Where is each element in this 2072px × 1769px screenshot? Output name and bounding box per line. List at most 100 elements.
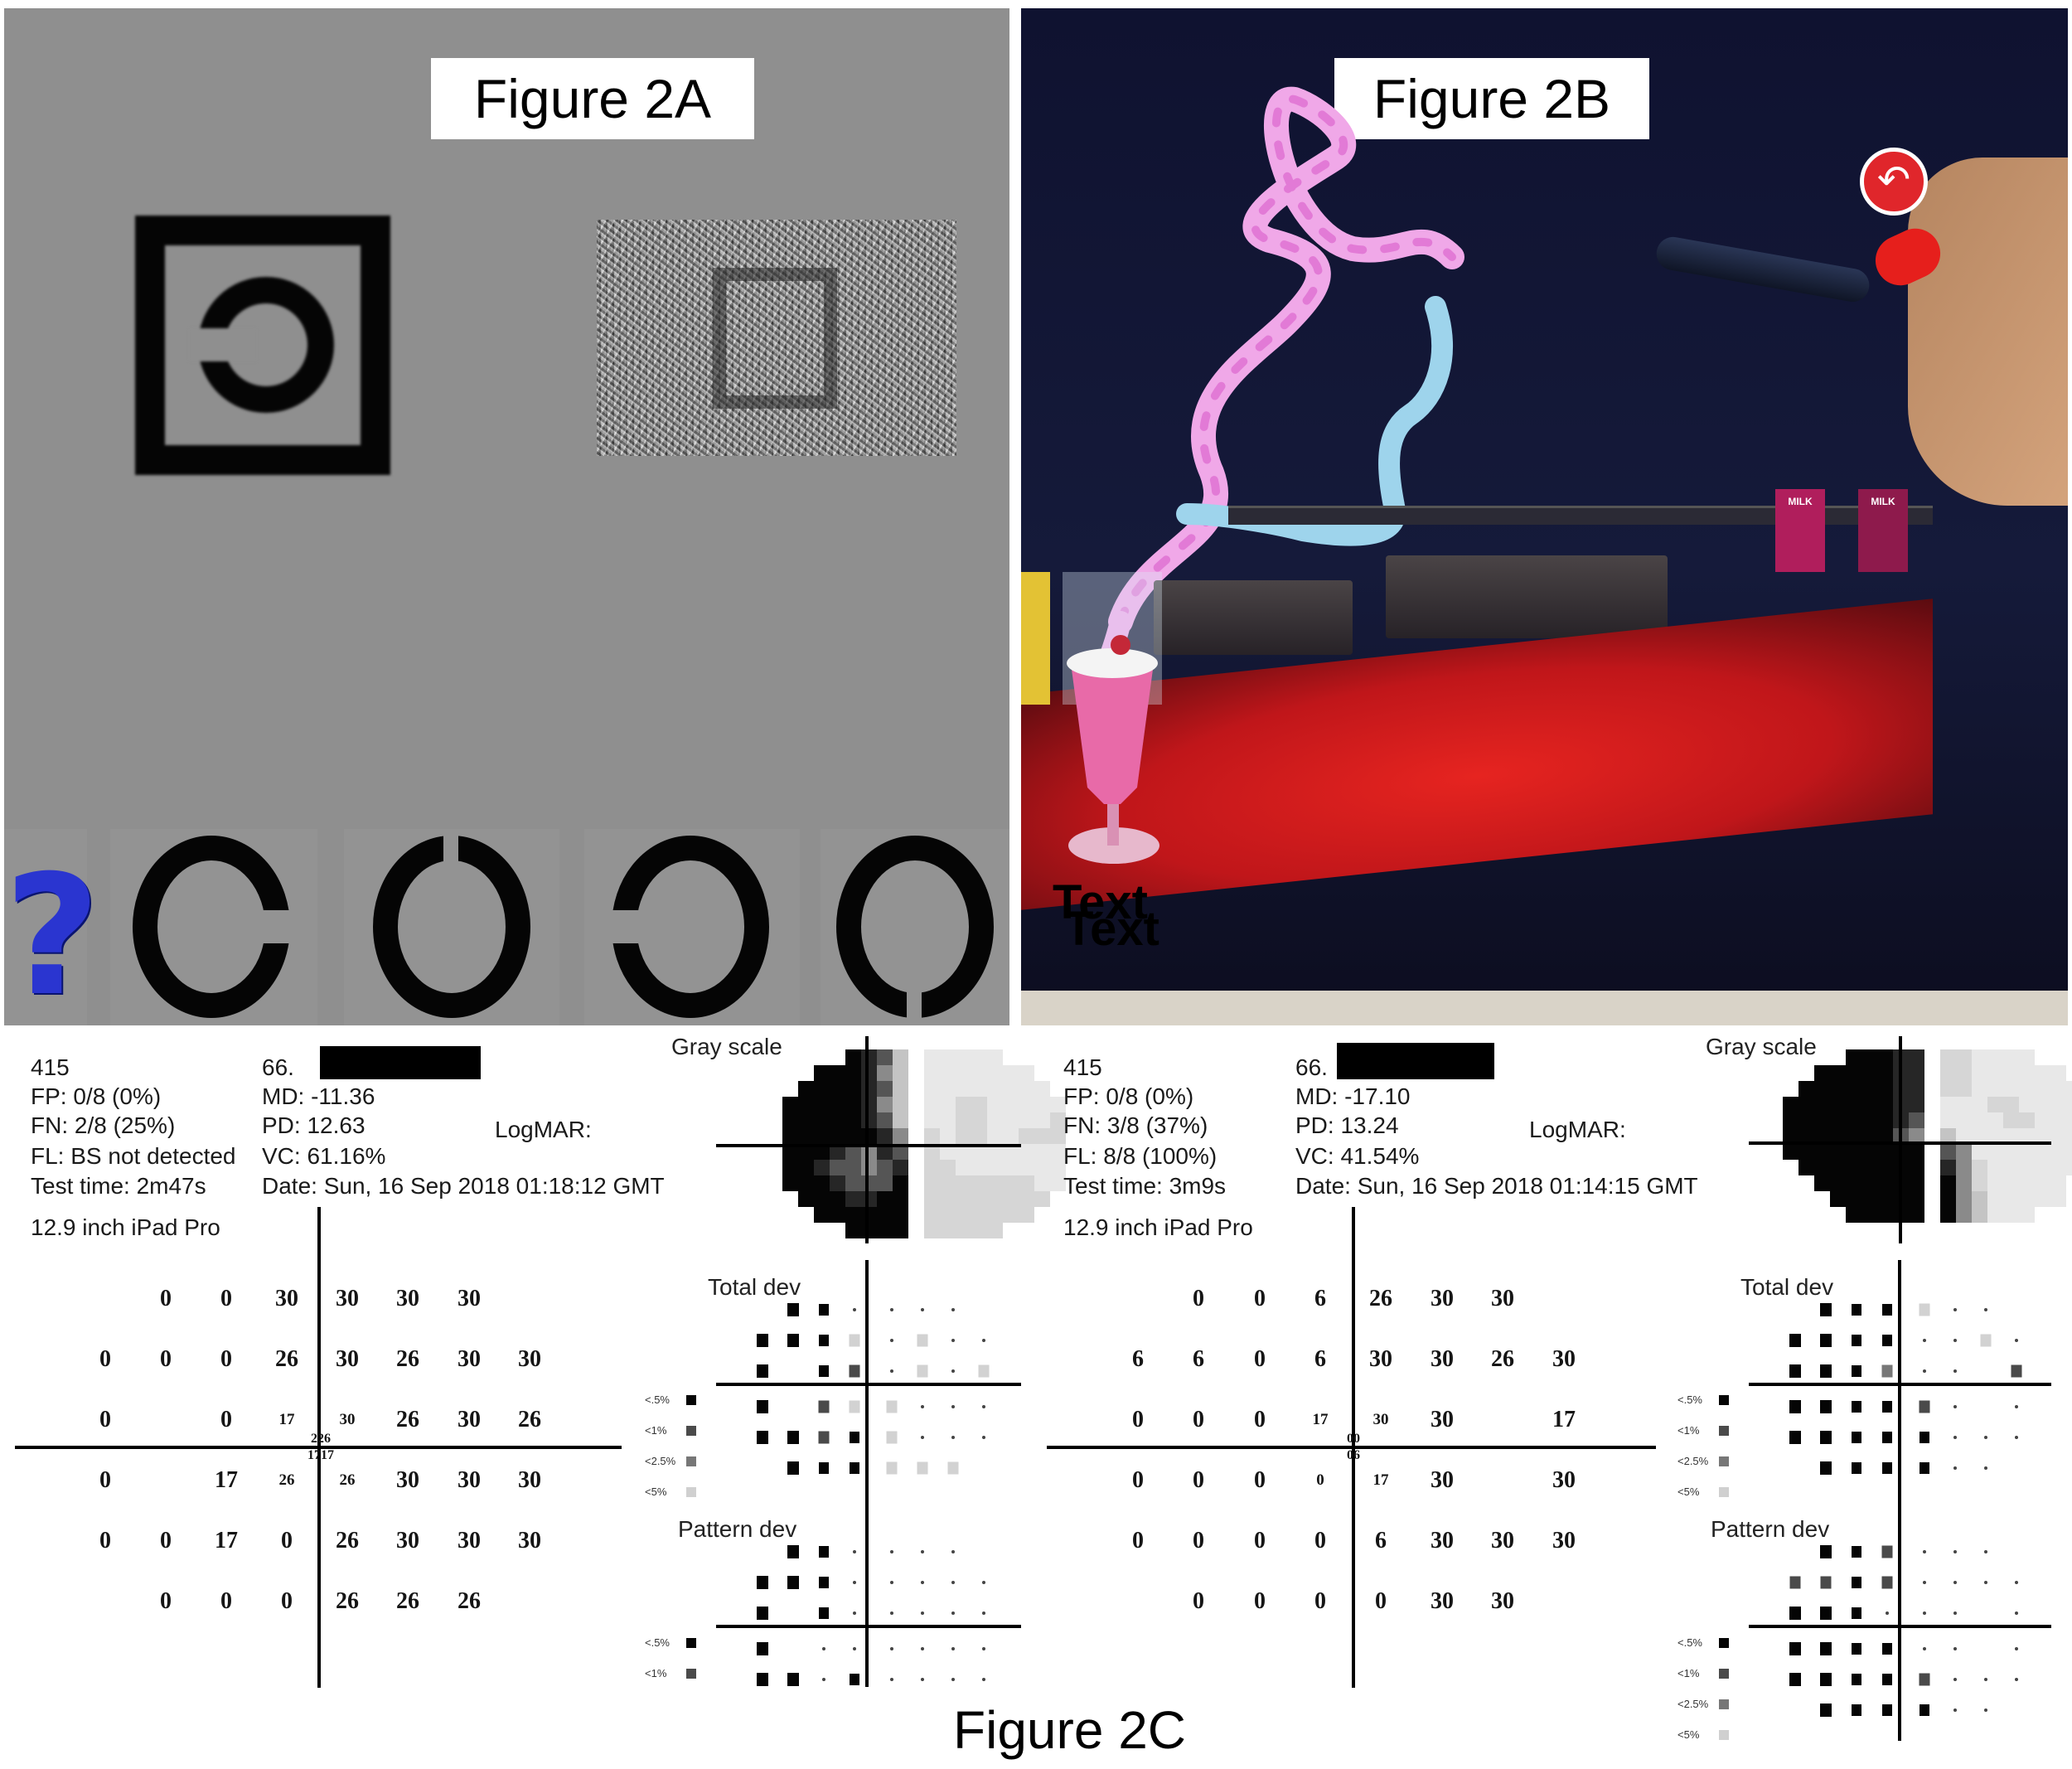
gray-scale-cell <box>1877 1207 1893 1223</box>
threshold-value: 0 <box>1254 1588 1266 1614</box>
deviation-square <box>1820 1334 1832 1347</box>
legend-label: <.5% <box>645 1636 670 1649</box>
deviation-square <box>757 1431 768 1444</box>
gray-scale-cell <box>971 1191 987 1207</box>
legend-swatch <box>686 1426 696 1436</box>
gray-scale-cell <box>1940 1207 1956 1223</box>
gray-scale-cell <box>2019 1175 2035 1191</box>
threshold-value: 0 <box>220 1286 232 1311</box>
report-id: 415 <box>1063 1054 1102 1080</box>
choice-gap-bottom-button[interactable] <box>821 829 1009 1025</box>
gray-scale-cell <box>956 1175 971 1191</box>
choice-gap-right-button[interactable] <box>110 829 317 1025</box>
gray-scale-cell <box>798 1112 814 1128</box>
gray-scale-cell <box>1877 1128 1893 1144</box>
threshold-value: 17 <box>278 1411 295 1428</box>
threshold-value: 6 <box>1132 1346 1144 1372</box>
redaction-bar <box>1337 1043 1494 1079</box>
normal-point-dot <box>1953 1339 1957 1342</box>
false-negative: FN: 3/8 (37%) <box>1063 1112 1208 1138</box>
gray-scale-cell <box>1956 1081 1972 1097</box>
gray-scale-cell <box>1909 1097 1924 1112</box>
deviation-square <box>1852 1607 1861 1619</box>
deviation-square <box>1980 1334 1992 1347</box>
back-button[interactable]: ↶ <box>1860 148 1928 216</box>
gray-scale-cell <box>956 1207 971 1223</box>
gray-scale-cell <box>1019 1144 1034 1160</box>
threshold-value: 26 <box>1491 1346 1514 1372</box>
threshold-value: 0 <box>160 1346 172 1372</box>
gray-scale-cell <box>1846 1112 1861 1128</box>
deviation-square <box>1920 1704 1929 1716</box>
gray-scale-cell <box>861 1049 877 1065</box>
threshold-value: 0 <box>1254 1528 1266 1553</box>
gray-scale-cell <box>893 1175 908 1191</box>
gray-scale-cell <box>1846 1049 1861 1065</box>
gray-scale-cell <box>2019 1112 2035 1128</box>
deviation-square <box>819 1607 829 1619</box>
gray-scale-cell <box>987 1160 1003 1175</box>
gray-scale-cell <box>956 1065 971 1081</box>
gray-scale-cell <box>861 1191 877 1207</box>
gray-scale-cell <box>1050 1144 1066 1160</box>
threshold-value: 26 <box>396 1588 419 1614</box>
gray-scale-cell <box>956 1081 971 1097</box>
gray-scale-cell <box>1814 1128 1830 1144</box>
gray-scale-cell <box>1830 1065 1846 1081</box>
normal-point-dot <box>951 1611 955 1615</box>
normal-point-dot <box>1953 1466 1957 1470</box>
deviation-square <box>1789 1607 1801 1620</box>
gray-scale-cell <box>2050 1144 2066 1160</box>
test-time: Test time: 2m47s <box>31 1173 206 1199</box>
gray-scale-cell <box>1814 1175 1830 1191</box>
gray-scale-cell <box>2035 1160 2050 1175</box>
deviation-square <box>978 1364 990 1378</box>
normal-point-dot <box>1923 1369 1926 1373</box>
gray-scale-cell <box>2035 1081 2050 1097</box>
deviation-square <box>1820 1303 1832 1316</box>
legend-label: <.5% <box>1677 1393 1702 1406</box>
choice-gap-left-button[interactable] <box>584 829 800 1025</box>
gray-scale-cell <box>2019 1144 2035 1160</box>
threshold-value: 0 <box>1314 1528 1326 1553</box>
gray-scale-cell <box>845 1065 861 1081</box>
unsure-choice-button[interactable]: ? <box>4 829 100 1025</box>
gray-scale-cell <box>1877 1049 1893 1065</box>
false-negative: FN: 2/8 (25%) <box>31 1112 176 1138</box>
normal-point-dot <box>921 1678 924 1681</box>
gray-scale-cell <box>1050 1097 1066 1112</box>
gray-scale-cell <box>956 1223 971 1238</box>
gray-scale-cell <box>971 1112 987 1128</box>
gray-scale-cell <box>1783 1128 1798 1144</box>
choice-gap-top-button[interactable] <box>344 829 559 1025</box>
gray-scale-cell <box>940 1049 956 1065</box>
gray-scale-cell <box>2003 1097 2019 1112</box>
gray-scale-cell <box>956 1191 971 1207</box>
gray-scale-cell <box>782 1128 798 1144</box>
gray-scale-cell <box>1846 1097 1861 1112</box>
gray-scale-cell <box>798 1081 814 1097</box>
legend-swatch <box>1719 1395 1729 1405</box>
threshold-value: 30 <box>1491 1286 1514 1311</box>
threshold-value: 6 <box>1314 1346 1326 1372</box>
gray-scale-cell <box>1003 1191 1019 1207</box>
gray-scale-cell <box>782 1097 798 1112</box>
figure-2c-caption: Figure 2C <box>953 1700 1186 1760</box>
deviation-square <box>1852 1704 1861 1716</box>
threshold-value: 30 <box>339 1411 356 1428</box>
deviation-square <box>757 1607 768 1620</box>
gray-scale-cell <box>924 1128 940 1144</box>
deviation-square <box>1789 1576 1801 1589</box>
legend-label: <.5% <box>1677 1636 1702 1649</box>
legend-swatch <box>1719 1487 1729 1497</box>
fixation-loss: FL: 8/8 (100%) <box>1063 1143 1218 1169</box>
gray-scale-cell <box>2019 1191 2035 1207</box>
deviation-square <box>1820 1576 1832 1589</box>
gray-scale-cell <box>2019 1081 2035 1097</box>
legend-label: <.5% <box>645 1393 670 1406</box>
deviation-square <box>757 1576 768 1589</box>
gray-scale-cell <box>877 1207 893 1223</box>
test-date: Date: Sun, 16 Sep 2018 01:18:12 GMT <box>262 1173 665 1199</box>
normal-point-dot <box>1984 1678 1987 1681</box>
gray-scale-cell <box>1861 1160 1877 1175</box>
